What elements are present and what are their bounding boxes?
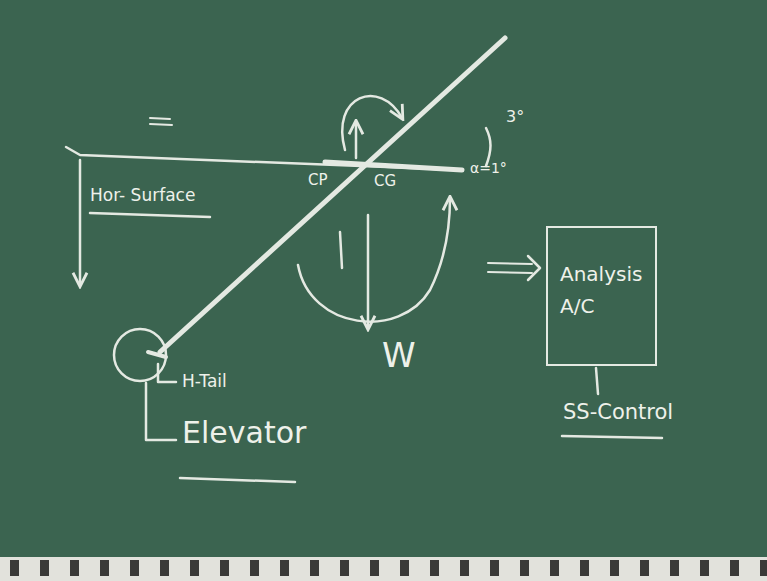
implies-arrow — [488, 263, 532, 273]
h-tail-bar — [148, 352, 166, 357]
chalk-label: Hor- Surface — [90, 186, 195, 206]
down-force-arrow — [79, 160, 82, 285]
wing-plank — [325, 162, 462, 170]
chalk-label: H-Tail — [182, 372, 227, 392]
board-ledge — [0, 557, 767, 581]
weight-arrow — [367, 215, 370, 328]
chalk-label: SS-Control — [563, 400, 673, 424]
underline — [562, 436, 662, 438]
lift-arrow — [355, 122, 358, 158]
analysis-box: Analysis A/C — [546, 226, 657, 366]
box-text: Analysis A/C — [560, 258, 647, 322]
chalk-label: CG — [374, 173, 396, 190]
underline — [90, 213, 210, 217]
flow-arrow — [150, 118, 172, 125]
chalk-stroke — [340, 232, 342, 268]
underline — [180, 478, 295, 482]
chalk-label: CP — [308, 172, 328, 189]
chalk-label: Elevator — [182, 416, 306, 451]
leader-line — [158, 364, 176, 382]
chalk-label: 3° — [506, 108, 524, 126]
rotation-arrow — [298, 198, 450, 322]
leader-line — [146, 383, 176, 440]
leader-line — [596, 368, 598, 394]
tilted-fuselage — [160, 38, 505, 352]
chalk-label: W — [382, 336, 416, 375]
chalk-label: α=1° — [470, 160, 507, 176]
horizontal-surface — [66, 147, 462, 170]
implies-arrow-head — [528, 256, 540, 280]
